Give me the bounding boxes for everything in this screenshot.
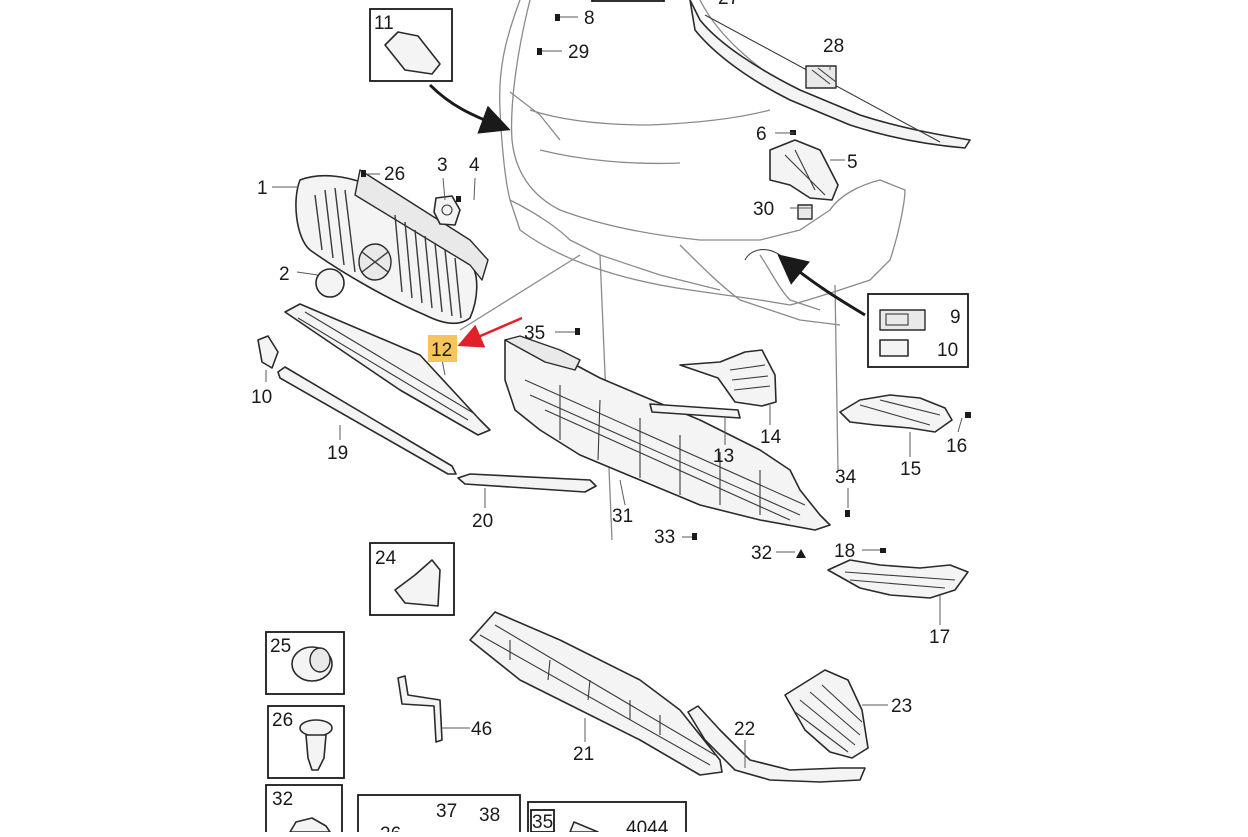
callout-4: 4	[469, 155, 480, 176]
callout-3: 3	[437, 155, 448, 176]
callout-13: 13	[713, 446, 734, 467]
callout-22: 22	[734, 719, 755, 740]
red-pointer-arrow	[457, 316, 523, 348]
callout-31: 31	[612, 506, 633, 527]
callout-38: 38	[479, 805, 500, 826]
part-bracket-10	[257, 335, 279, 369]
part-strip-13	[649, 403, 741, 419]
inset-box-35-4044	[527, 801, 687, 837]
callout-18: 18	[834, 541, 855, 562]
callout-23: 23	[891, 696, 912, 717]
part-bracket-3	[433, 195, 461, 226]
part-clip-30	[797, 204, 813, 220]
part-cover-23	[784, 669, 869, 759]
callout-35-box: 35	[532, 812, 553, 832]
part-bracket-46	[397, 675, 443, 743]
callout-32: 32	[751, 543, 772, 564]
callout-4044: 4044	[626, 818, 669, 832]
callout-17: 17	[929, 627, 950, 648]
callout-33: 33	[654, 527, 675, 548]
part-trim-17	[827, 559, 969, 599]
callout-14: 14	[760, 427, 782, 448]
inset-box-37-38	[357, 794, 521, 837]
arrow-11-to-body	[428, 83, 511, 134]
callout-1: 1	[257, 178, 268, 199]
part-cover-14	[679, 349, 777, 407]
part-splash-shield-31	[504, 335, 831, 531]
callout-2: 2	[279, 264, 290, 285]
callout-29: 29	[568, 42, 589, 63]
inset-box-26	[267, 705, 345, 779]
inset-box-11	[369, 8, 453, 82]
arrow-9-to-body	[777, 254, 866, 317]
inset-box-32	[265, 784, 343, 837]
part-lower-panel-21	[469, 611, 723, 776]
callout-46: 46	[471, 719, 492, 740]
leader-lines	[265, 16, 963, 768]
callout-28: 28	[823, 36, 844, 57]
part-front-grille	[295, 169, 489, 325]
callout-26-bottom: 26	[380, 824, 401, 832]
callout-37: 37	[436, 801, 457, 822]
callout-26: 26	[384, 164, 405, 185]
part-strip-20	[457, 473, 597, 493]
callout-26-box: 26	[272, 710, 293, 731]
callout-20: 20	[472, 511, 493, 532]
callout-19: 19	[327, 443, 348, 464]
inset-box-top	[591, 0, 665, 2]
inset-box-25	[265, 631, 345, 695]
callout-27: 27	[718, 0, 739, 9]
part-strip-19	[277, 366, 457, 475]
callout-21: 21	[573, 744, 594, 765]
part-upper-trim	[689, 0, 971, 149]
callout-32-box: 32	[272, 789, 293, 810]
fasteners	[361, 14, 971, 558]
callout-10-box: 10	[937, 340, 958, 361]
callout-35: 35	[524, 323, 545, 344]
callout-11: 11	[374, 13, 394, 34]
callout-30: 30	[753, 199, 774, 220]
part-bracket-15	[839, 394, 953, 433]
part-bracket-5	[769, 139, 839, 201]
callout-9: 9	[950, 307, 961, 328]
callout-8: 8	[584, 8, 595, 29]
part-strip-22	[687, 705, 866, 783]
inset-box-24	[369, 542, 455, 616]
callout-6: 6	[756, 124, 767, 145]
callout-10: 10	[251, 387, 272, 408]
callout-5: 5	[847, 152, 858, 173]
highlight-12	[428, 335, 457, 362]
callout-34: 34	[835, 467, 857, 488]
callout-15: 15	[900, 459, 921, 480]
callout-12: 12	[431, 340, 452, 361]
callout-24: 24	[375, 548, 397, 569]
callout-25: 25	[270, 636, 291, 657]
part-lower-grille-12	[284, 303, 491, 436]
callout-16: 16	[946, 436, 967, 457]
inset-box-9-10	[867, 293, 969, 368]
